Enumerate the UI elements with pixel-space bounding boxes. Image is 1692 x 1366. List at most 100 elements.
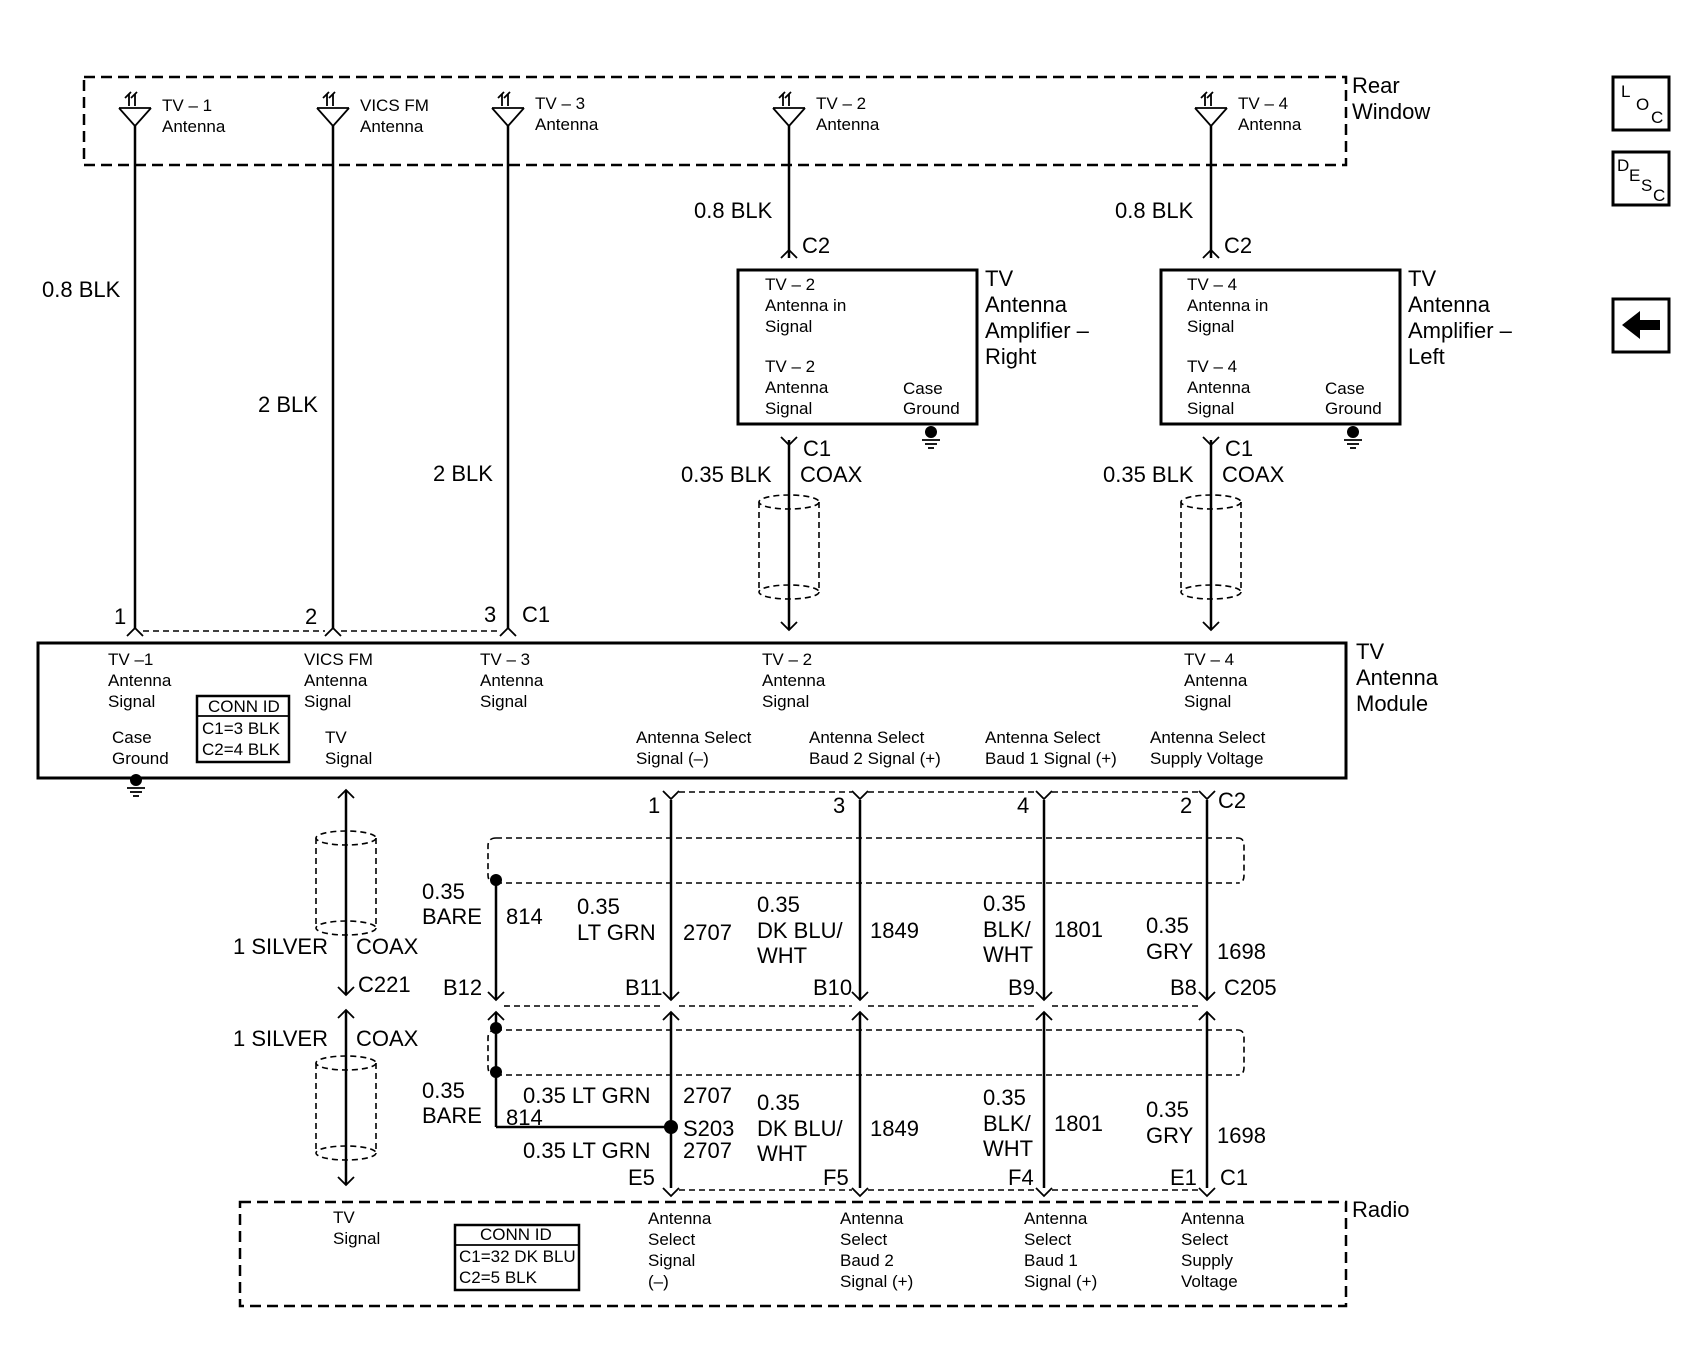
radio-select-neg: (–) — [648, 1272, 669, 1291]
amp-right-in-label: TV – 2 — [765, 275, 815, 294]
wire-gauge-gry: 0.35 — [1146, 913, 1189, 938]
circuit-2707: 2707 — [683, 1083, 732, 1108]
circuit-1849: 1849 — [870, 1116, 919, 1141]
module-signal-tv3: TV – 3 — [480, 650, 530, 669]
shielded-harness: 0.35 BARE 814 0.35 LT GRN 2707 0.35 DK B… — [422, 800, 1277, 1198]
connector-c2-module: C2 — [1218, 788, 1246, 813]
pin-b11: B11 — [625, 975, 663, 1000]
amp-left-case: Ground — [1325, 399, 1382, 418]
desc-letter: S — [1641, 176, 1652, 195]
amp-left-in-label: TV – 4 — [1187, 275, 1237, 294]
amplifier-right: TV – 2 Antenna in Signal TV – 2 Antenna … — [736, 266, 1090, 449]
desc-button[interactable]: D E S C — [1611, 150, 1671, 207]
amp-left-sig-label: Signal — [1187, 399, 1234, 418]
module-signal-tv3: Antenna — [480, 671, 544, 690]
module-case-ground: Case — [112, 728, 152, 747]
amp-right-sig-label: TV – 2 — [765, 357, 815, 376]
radio-select-supply: Supply — [1181, 1251, 1233, 1270]
circuit-814: 814 — [506, 904, 543, 929]
left-arrow-icon — [1622, 311, 1660, 339]
wire-label-tv2: 0.8 BLK — [694, 198, 773, 223]
radio-select-baud1: Baud 1 — [1024, 1251, 1078, 1270]
antenna-label-tv2-l1: TV – 2 — [816, 94, 866, 113]
conn-id-row: C1=3 BLK — [202, 719, 281, 738]
module-select-supply: Supply Voltage — [1150, 749, 1263, 768]
amp-right-in-label: Antenna in — [765, 296, 846, 315]
radio-select-supply: Voltage — [1181, 1272, 1238, 1291]
wire-label-tv3: 2 BLK — [433, 461, 493, 486]
amp-left-title: Antenna — [1408, 292, 1491, 317]
pin-1: 1 — [114, 604, 126, 629]
wire-color-blkwht: WHT — [983, 942, 1033, 967]
amp-left-in-label: Signal — [1187, 317, 1234, 336]
module-select-baud2: Antenna Select — [809, 728, 925, 747]
wire-color-dkblu: DK BLU/ — [757, 1116, 843, 1141]
radio-select-baud2: Antenna — [840, 1209, 904, 1228]
pin-c2-2: 2 — [1180, 793, 1192, 818]
radio-conn-id: CONN ID C1=32 DK BLU C2=5 BLK — [453, 1223, 581, 1292]
circuit-2707: 2707 — [683, 1138, 732, 1163]
desc-letter: D — [1617, 156, 1629, 175]
antenna-label-tv2-l2: Antenna — [816, 115, 880, 134]
amp-left-in-label: Antenna in — [1187, 296, 1268, 315]
antenna-icon — [118, 91, 152, 127]
amp-right-title: Antenna — [985, 292, 1068, 317]
module-select-baud1: Antenna Select — [985, 728, 1101, 747]
antenna-icon — [772, 91, 806, 127]
pin-e1: E1 — [1170, 1165, 1197, 1190]
pin-b12: B12 — [443, 975, 482, 1000]
radio-select-neg: Signal — [648, 1251, 695, 1270]
connector-c2-left: C2 — [1224, 233, 1252, 258]
amp-left-title: Left — [1408, 344, 1445, 369]
radio-select-supply: Select — [1181, 1230, 1229, 1249]
wire-color-blkwht: WHT — [983, 1136, 1033, 1161]
radio-select-neg: Select — [648, 1230, 696, 1249]
conn-id-row: C1=32 DK BLU — [459, 1247, 576, 1266]
wire-color-bare: BARE — [422, 904, 482, 929]
coax-gauge-right: 0.35 BLK — [681, 462, 772, 487]
module-signal-tv1: TV –1 — [108, 650, 153, 669]
circuit-1849: 1849 — [870, 918, 919, 943]
antenna-label-tv3-l2: Antenna — [535, 115, 599, 134]
conn-id-heading: CONN ID — [208, 697, 280, 716]
ground-icon — [921, 425, 941, 449]
rear-window-boundary — [82, 75, 1348, 167]
connector-c1-right: C1 — [803, 436, 831, 461]
radio-title: Radio — [1352, 1197, 1409, 1222]
pin-3: 3 — [484, 602, 496, 627]
module-signal-vics: VICS FM — [304, 650, 373, 669]
antenna-label-vics-l2: Antenna — [360, 117, 424, 136]
module-tv-signal: TV — [325, 728, 347, 747]
module-signal-tv4: TV – 4 — [1184, 650, 1234, 669]
wire-gauge-gry: 0.35 — [1146, 1097, 1189, 1122]
pin-c2-3: 3 — [833, 793, 845, 818]
amp-left-title: TV — [1408, 266, 1436, 291]
connector-c1-left: C1 — [1225, 436, 1253, 461]
antenna-label-tv1-l1: TV – 1 — [162, 96, 212, 115]
pin-c2-4: 4 — [1017, 793, 1029, 818]
module-signal-tv2: Antenna — [762, 671, 826, 690]
module-select-baud1: Baud 1 Signal (+) — [985, 749, 1117, 768]
loc-button[interactable]: L O C — [1611, 75, 1671, 132]
back-button[interactable] — [1611, 297, 1671, 354]
antenna-label-tv1-l2: Antenna — [162, 117, 226, 136]
radio-component: Radio TV Signal CONN ID C1=32 DK BLU C2=… — [238, 1197, 1409, 1308]
radio-select-baud2: Signal (+) — [840, 1272, 913, 1291]
wire-color-ltgrn: LT GRN — [577, 920, 656, 945]
radio-select-baud1: Antenna — [1024, 1209, 1088, 1228]
antenna-icon — [491, 91, 525, 127]
top-wires: 0.8 BLK 2 BLK 2 BLK 1 2 3 C1 0.8 BLK C2 … — [42, 126, 1252, 637]
coax-label: COAX — [356, 1026, 419, 1051]
loc-letter: C — [1651, 108, 1663, 127]
amp-left-sig-label: TV – 4 — [1187, 357, 1237, 376]
radio-boundary — [238, 1200, 1348, 1308]
pin-b9: B9 — [1008, 975, 1035, 1000]
module-signal-vics: Antenna — [304, 671, 368, 690]
rear-window-title-1: Rear — [1352, 73, 1400, 98]
amplifier-left: TV – 4 Antenna in Signal TV – 4 Antenna … — [1159, 266, 1513, 449]
radio-tv-signal: TV — [333, 1208, 355, 1227]
wire-label-tv4: 0.8 BLK — [1115, 198, 1194, 223]
module-signal-tv4: Antenna — [1184, 671, 1248, 690]
circuit-1801: 1801 — [1054, 1111, 1103, 1136]
